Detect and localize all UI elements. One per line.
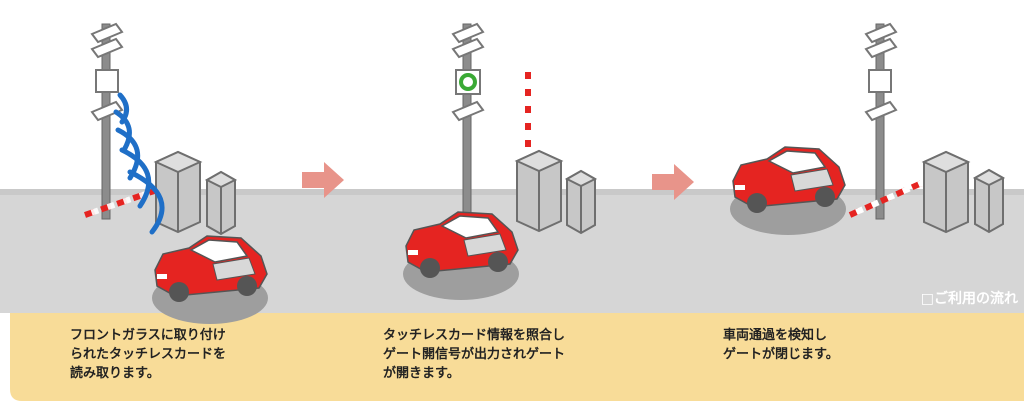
signal-waves xyxy=(113,92,165,235)
booth-small xyxy=(566,170,596,234)
step-2-caption: タッチレスカード情報を照合し ゲート開信号が出力されゲート が開きます。 xyxy=(383,328,566,381)
green-signal-light xyxy=(459,73,477,91)
panel-2 xyxy=(402,23,596,301)
booth-small xyxy=(974,169,1004,233)
road-shadow xyxy=(0,189,1024,195)
barrier-arm xyxy=(848,179,926,218)
panel-1 xyxy=(84,23,269,325)
booth-large xyxy=(923,151,969,233)
step-1-caption: フロントガラスに取り付け られたタッチレスカードを 読み取ります。 xyxy=(70,328,227,381)
panel-3 xyxy=(729,23,1004,236)
car xyxy=(729,146,847,236)
caption-band xyxy=(10,313,1024,401)
booth-large xyxy=(155,151,201,233)
step-3-caption: 車両通過を検知し ゲートが閉じます。 xyxy=(723,328,839,362)
section-title: □ご利用の流れ xyxy=(920,291,1018,307)
signal-box xyxy=(95,69,119,93)
booth-large xyxy=(516,150,562,232)
booth-small xyxy=(206,171,236,235)
signal-box xyxy=(868,69,892,93)
